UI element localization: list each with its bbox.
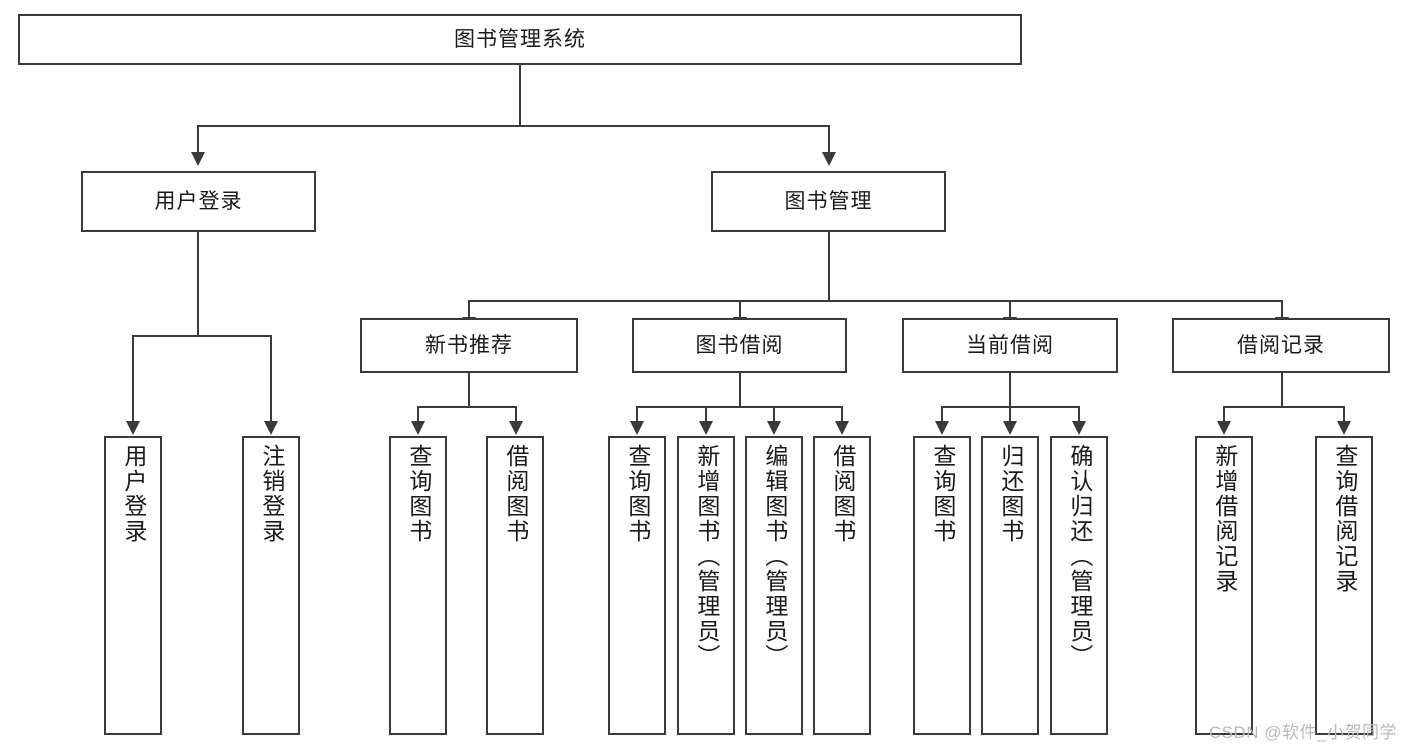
node-label: 查询图书	[405, 444, 432, 544]
arrowhead-currentborrow-child-3	[1072, 421, 1086, 435]
node-label: 查询图书	[624, 444, 651, 544]
node-new-book-recommend[interactable]: 新书推荐	[360, 318, 578, 373]
arrowhead-bookborrow-child-1	[630, 421, 644, 435]
connector-root-stem	[519, 65, 521, 125]
node-current-borrow[interactable]: 当前借阅	[902, 318, 1118, 373]
connector-recommend-stem	[468, 373, 470, 406]
node-label: 确认归还（管理员）	[1066, 444, 1093, 669]
arrowhead-recommend-child-2	[509, 421, 523, 435]
node-label: 查询借阅记录	[1331, 444, 1358, 594]
node-borrow-record[interactable]: 借阅记录	[1172, 318, 1390, 373]
node-label: 查询图书	[929, 444, 956, 544]
leaf-currentborrow-query-book[interactable]: 查询图书	[913, 436, 971, 735]
leaf-currentborrow-return-book[interactable]: 归还图书	[981, 436, 1039, 735]
node-label: 用户登录	[120, 444, 147, 544]
connector-user-login-child-1	[132, 335, 134, 422]
node-label: 当前借阅	[966, 333, 1054, 357]
connector-bookborrow-bar	[637, 406, 842, 408]
node-label: 用户登录	[154, 189, 243, 213]
leaf-borrowrecord-query-record[interactable]: 查询借阅记录	[1315, 436, 1373, 735]
arrowhead-currentborrow-child-1	[935, 421, 949, 435]
leaf-recommend-borrow-book[interactable]: 借阅图书	[486, 436, 544, 735]
node-label: 图书管理系统	[454, 27, 586, 51]
connector-recommend-child-1	[417, 406, 419, 422]
connector-currentborrow-stem	[1009, 373, 1011, 406]
connector-bookborrow-stem	[739, 373, 741, 406]
connector-currentborrow-child-3	[1078, 406, 1080, 422]
arrowhead-recommend-child-1	[411, 421, 425, 435]
leaf-user-logout[interactable]: 注销登录	[242, 436, 300, 735]
node-book-manage[interactable]: 图书管理	[711, 171, 946, 232]
arrowhead-borrowrecord-child-1	[1217, 421, 1231, 435]
connector-currentborrow-child-2	[1009, 406, 1011, 422]
connector-root-to-user-login	[197, 125, 199, 153]
connector-bookborrow-child-2	[705, 406, 707, 422]
connector-user-login-stem	[197, 232, 199, 335]
arrowhead-bookborrow-child-2	[699, 421, 713, 435]
connector-bookborrow-child-1	[636, 406, 638, 422]
connector-root-to-book-manage	[828, 125, 830, 153]
node-label: 借阅图书	[829, 444, 856, 544]
leaf-borrowrecord-add-record[interactable]: 新增借阅记录	[1195, 436, 1253, 735]
leaf-bookborrow-add-book[interactable]: 新增图书（管理员）	[677, 436, 735, 735]
node-label: 编辑图书（管理员）	[761, 444, 788, 669]
connector-user-login-bar	[133, 335, 271, 337]
leaf-bookborrow-borrow-book[interactable]: 借阅图书	[813, 436, 871, 735]
node-book-borrow[interactable]: 图书借阅	[632, 318, 847, 373]
leaf-currentborrow-confirm-return[interactable]: 确认归还（管理员）	[1050, 436, 1108, 735]
arrowhead-book-manage	[822, 152, 836, 166]
connector-root-bar	[198, 125, 830, 127]
connector-book-manage-child-1	[468, 300, 470, 318]
node-label: 注销登录	[258, 444, 285, 544]
node-label: 图书借阅	[695, 333, 784, 357]
connector-book-manage-bar	[469, 300, 1282, 302]
node-label: 归还图书	[997, 444, 1024, 544]
connector-borrowrecord-child-1	[1223, 406, 1225, 422]
arrowhead-user-login	[191, 152, 205, 166]
arrowhead-borrowrecord-child-2	[1337, 421, 1351, 435]
connector-bookborrow-child-3	[773, 406, 775, 422]
connector-recommend-child-2	[515, 406, 517, 422]
connector-book-manage-stem	[828, 232, 830, 300]
leaf-bookborrow-query-book[interactable]: 查询图书	[608, 436, 666, 735]
node-label: 图书管理	[784, 189, 873, 213]
connector-book-manage-child-3	[1009, 300, 1011, 318]
node-label: 借阅图书	[502, 444, 529, 544]
connector-currentborrow-child-1	[941, 406, 943, 422]
connector-book-manage-child-2	[739, 300, 741, 318]
arrowhead-user-login-child-2	[264, 421, 278, 435]
connector-borrowrecord-bar	[1224, 406, 1345, 408]
connector-recommend-bar	[418, 406, 517, 408]
node-root-system[interactable]: 图书管理系统	[18, 14, 1022, 65]
leaf-bookborrow-edit-book[interactable]: 编辑图书（管理员）	[745, 436, 803, 735]
connector-borrowrecord-stem	[1281, 373, 1283, 406]
csdn-watermark: CSDN @软件_小贺同学	[1208, 723, 1397, 742]
connector-bookborrow-child-4	[841, 406, 843, 422]
arrowhead-bookborrow-child-4	[835, 421, 849, 435]
node-user-login[interactable]: 用户登录	[81, 171, 316, 232]
node-label: 新增借阅记录	[1211, 444, 1238, 594]
node-label: 新增图书（管理员）	[693, 444, 720, 669]
connector-user-login-child-2	[270, 335, 272, 422]
leaf-user-login[interactable]: 用户登录	[104, 436, 162, 735]
leaf-recommend-query-book[interactable]: 查询图书	[389, 436, 447, 735]
connector-borrowrecord-child-2	[1343, 406, 1345, 422]
arrowhead-user-login-child-1	[126, 421, 140, 435]
node-label: 新书推荐	[425, 333, 513, 357]
connector-book-manage-child-4	[1281, 300, 1283, 318]
node-label: 借阅记录	[1237, 333, 1325, 357]
arrowhead-bookborrow-child-3	[767, 421, 781, 435]
arrowhead-currentborrow-child-2	[1003, 421, 1017, 435]
